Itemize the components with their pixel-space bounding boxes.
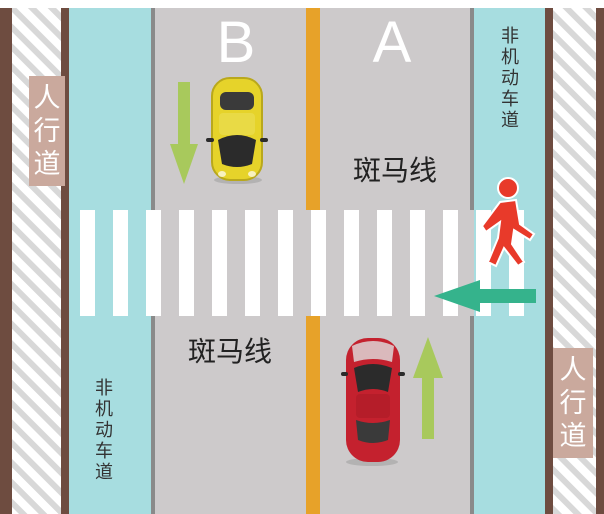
crosswalk-stripe xyxy=(212,210,227,316)
bike-lane-label-left: 非 机 动 车 道 xyxy=(95,378,113,483)
crosswalk-stripe xyxy=(311,210,326,316)
car-red-icon xyxy=(341,338,405,466)
crosswalk-stripe xyxy=(146,210,161,316)
bike-lane-label-char: 机 xyxy=(95,399,113,420)
pedestrian-icon xyxy=(480,177,536,268)
bike-lane-label-char: 车 xyxy=(95,441,113,462)
arrow-down-icon xyxy=(170,82,198,184)
bike-lane-label-char: 机 xyxy=(501,47,519,68)
crosswalk-stripe xyxy=(80,210,95,316)
bike-lane-label-char: 非 xyxy=(501,26,519,47)
bike-lane-label-char: 非 xyxy=(95,378,113,399)
crosswalk-stripe xyxy=(113,210,128,316)
sidewalk-label-char: 道 xyxy=(34,149,61,180)
bike-lane-label-char: 道 xyxy=(95,462,113,483)
crosswalk-stripe xyxy=(179,210,194,316)
arrow-left-icon xyxy=(434,280,536,312)
car-yellow-icon xyxy=(206,77,268,184)
bike-lane-label-char: 动 xyxy=(501,68,519,89)
crosswalk-stripe xyxy=(410,210,425,316)
crosswalk-label-lower: 斑马线 xyxy=(188,335,272,368)
sidewalk-tag-left: 人 行 道 xyxy=(29,76,65,186)
bike-lane-label-right: 非 机 动 车 道 xyxy=(501,26,519,131)
sidewalk-label-char: 人 xyxy=(34,83,61,114)
crosswalk-stripe xyxy=(245,210,260,316)
sidewalk-label-char: 行 xyxy=(34,116,61,147)
crosswalk xyxy=(69,210,545,316)
crosswalk-stripe xyxy=(344,210,359,316)
sidewalk-tag-right: 人 行 道 xyxy=(553,348,593,458)
bike-lane-label-char: 车 xyxy=(501,89,519,110)
bike-lane-label-char: 动 xyxy=(95,420,113,441)
crosswalk-stripe xyxy=(278,210,293,316)
bike-lane-label-char: 道 xyxy=(501,110,519,131)
lane-a-label: A xyxy=(373,10,412,75)
crosswalk-stripes xyxy=(80,210,524,316)
sidewalk-label-char: 道 xyxy=(560,421,587,452)
arrow-up-icon xyxy=(413,337,443,439)
crosswalk-stripe xyxy=(377,210,392,316)
sidewalk-label-char: 行 xyxy=(560,388,587,419)
sidewalk-label-char: 人 xyxy=(560,355,587,386)
crosswalk-label-upper: 斑马线 xyxy=(353,154,437,187)
lane-b-label: B xyxy=(217,10,256,75)
